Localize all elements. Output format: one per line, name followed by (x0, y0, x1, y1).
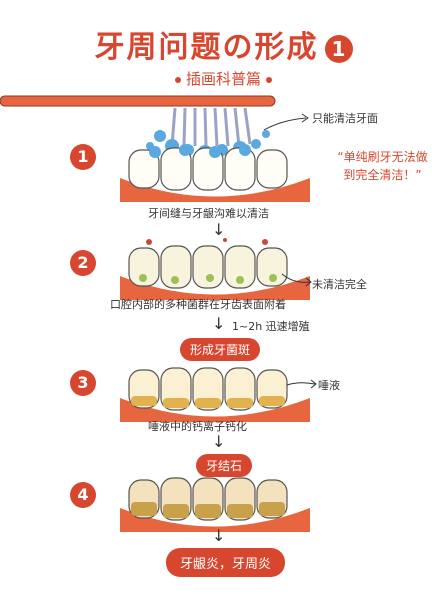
down-arrow-icon: ↓ (212, 432, 226, 451)
subtitle: 插画科普篇 (0, 68, 447, 89)
brush-note: “单纯刷牙无法做 到完全清洁！” (320, 148, 445, 184)
plaque-pill: 形成牙菌斑 (180, 338, 261, 361)
teeth-illustration-2 (120, 238, 310, 300)
step-3-caption: 唾液中的钙离子钙化 (148, 420, 247, 433)
down-arrow-icon: ↓ (212, 220, 226, 239)
teeth-illustration-4 (120, 477, 310, 532)
step-1-caption: 牙间缝与牙龈沟难以清洁 (148, 207, 269, 220)
step-2-caption: 口腔内部的多种菌群在牙齿表面附着 (110, 298, 286, 311)
down-arrow-icon: ↓ (212, 314, 226, 333)
callout-arrow (286, 379, 317, 389)
callout-saliva: 唾液 (318, 379, 340, 392)
callout-clean-surface: 只能清洁牙面 (312, 112, 378, 125)
dot-icon (174, 76, 181, 83)
brush-note-line1: “单纯刷牙无法做 (337, 150, 428, 164)
dot-icon (266, 76, 272, 83)
step-1-badge: 1 (70, 144, 96, 170)
callout-arrow (263, 113, 309, 131)
subtitle-text: 插画科普篇 (185, 70, 261, 88)
teeth-illustration-3 (120, 367, 310, 422)
down-arrow-icon: ↓ (212, 526, 226, 545)
step-3-badge: 3 (70, 370, 96, 396)
result-pill: 牙龈炎，牙周炎 (166, 548, 286, 577)
callout-not-clean: 未清洁完全 (312, 278, 367, 291)
teeth-illustration-1 (120, 144, 310, 202)
title-text: 牙周问题の形成 (94, 30, 319, 65)
brush-note-line2: 到完全清洁！” (343, 168, 422, 182)
time-note: 1~2h 迅速增殖 (232, 320, 310, 333)
step-4-badge: 4 (70, 482, 96, 508)
step-2-badge: 2 (70, 250, 96, 276)
calculus-pill: 牙结石 (196, 454, 253, 477)
callout-arrow (281, 273, 312, 287)
title-number-badge: 1 (324, 34, 353, 63)
